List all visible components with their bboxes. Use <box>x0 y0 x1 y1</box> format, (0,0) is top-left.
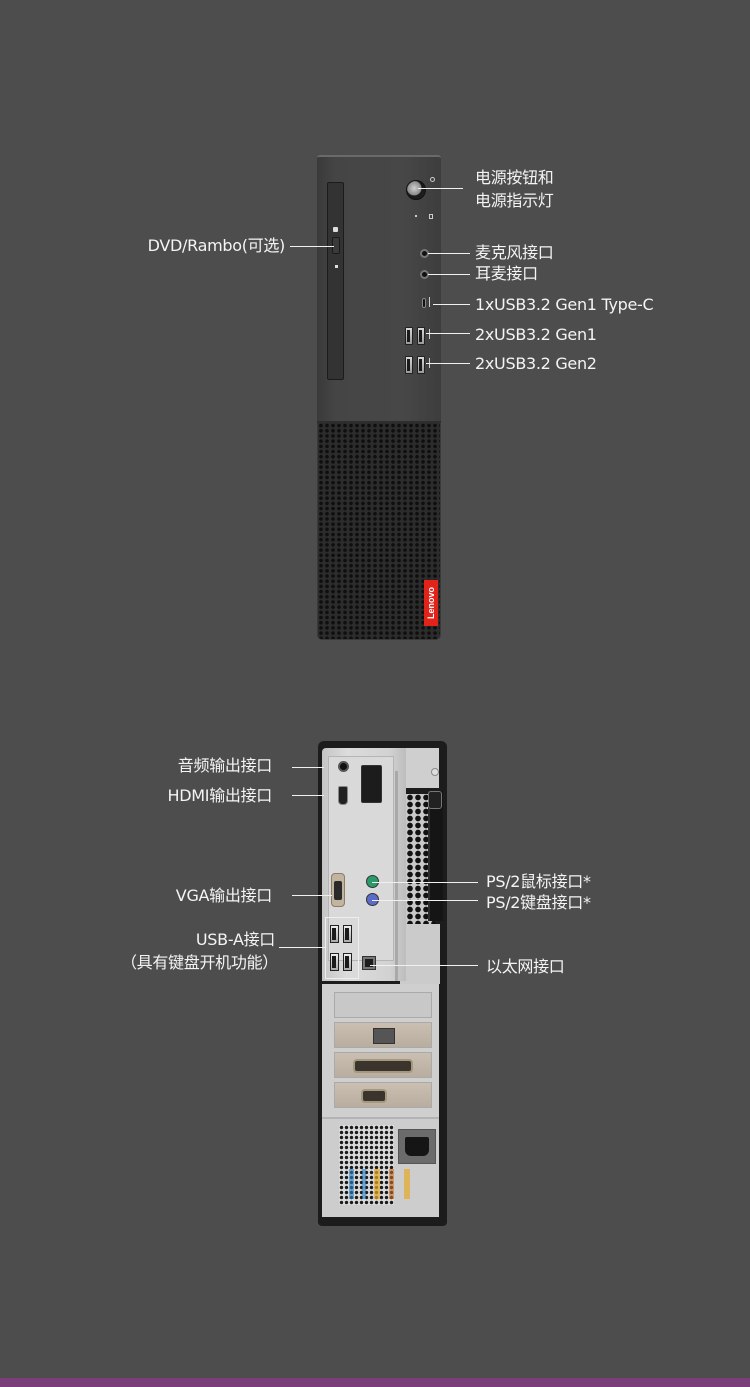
odd-eject-button <box>332 237 340 254</box>
card-parallel-port <box>353 1059 413 1073</box>
usb-a-port <box>343 953 352 971</box>
usb-a-port <box>330 925 339 943</box>
leader-line-vga-out <box>292 895 332 896</box>
leader-line-usb-a <box>279 947 325 948</box>
label-ethernet: 以太网接口 <box>486 957 565 976</box>
ac-power-inlet <box>398 1129 436 1164</box>
bottom-accent-stripe <box>0 1378 750 1387</box>
usb-logo-icon <box>429 329 433 339</box>
leader-line-usb-gen1 <box>426 333 470 334</box>
odd-led <box>335 265 338 268</box>
usb-a-group-outline <box>325 917 359 979</box>
lenovo-logo: Lenovo <box>424 580 438 626</box>
front-tower-illustration: Lenovo <box>317 155 441 640</box>
hdmi-port <box>338 786 348 805</box>
label-ps2-mouse: PS/2鼠标接口* <box>486 872 591 891</box>
ethernet-port <box>362 956 376 970</box>
usb-port-gen1-b <box>417 327 425 345</box>
ps2-mouse-port <box>366 875 379 888</box>
label-usb-a: USB-A接口 <box>195 930 275 949</box>
usb-logo-icon <box>429 297 433 307</box>
usb-typec-port <box>422 298 426 308</box>
leader-line-hdmi-out <box>292 795 324 796</box>
power-button <box>406 180 426 200</box>
expansion-slots <box>322 984 439 1117</box>
card-serial-port <box>361 1089 387 1103</box>
leader-line-ethernet <box>370 965 478 966</box>
ps2-keyboard-port <box>366 893 379 906</box>
front-grille <box>317 423 441 640</box>
leader-line-mic <box>428 253 470 254</box>
expansion-slot-serial <box>334 1082 432 1108</box>
expansion-slot-parallel <box>334 1052 432 1078</box>
label-typec: 1xUSB3.2 Gen1 Type-C <box>475 295 654 314</box>
label-usb-gen1: 2xUSB3.2 Gen1 <box>475 325 597 344</box>
label-usb-a-note: （具有键盘开机功能） <box>120 953 278 972</box>
psu-wires <box>344 1169 419 1199</box>
thumb-screw <box>431 768 439 776</box>
label-mic: 麦克风接口 <box>475 243 554 262</box>
rear-tower-illustration <box>318 741 447 1226</box>
optical-drive-bay <box>327 182 344 380</box>
label-power-line1: 电源按钮和 <box>475 168 554 187</box>
usb-port-gen2-b <box>417 356 425 374</box>
security-lock-slot <box>428 791 442 809</box>
label-ps2-keyboard: PS/2键盘接口* <box>486 893 591 912</box>
side-panel <box>428 791 443 921</box>
power-supply <box>322 1117 439 1217</box>
leader-line-ps2-mouse <box>372 882 478 883</box>
hdd-led <box>415 215 417 217</box>
label-power-line2: 电源指示灯 <box>475 191 554 210</box>
usb-port-gen2-a <box>405 356 413 374</box>
label-odd: DVD/Rambo(可选) <box>147 236 286 255</box>
card-ethernet-port <box>373 1028 395 1044</box>
leader-line-headset <box>428 274 470 275</box>
label-audio-out: 音频输出接口 <box>177 756 273 775</box>
port-cover <box>361 765 382 803</box>
hdd-icon <box>429 214 433 219</box>
expansion-slot-ethernet <box>334 1022 432 1048</box>
leader-line-power <box>418 188 463 189</box>
label-headset: 耳麦接口 <box>475 264 538 283</box>
leader-line-ps2-keyboard <box>372 900 478 901</box>
power-icon <box>430 177 435 182</box>
label-hdmi-out: HDMI输出接口 <box>167 786 273 805</box>
usb-port-gen1-a <box>405 327 413 345</box>
leader-line-typec <box>433 304 470 305</box>
usb-a-port <box>330 953 339 971</box>
expansion-slot-blank <box>334 992 432 1018</box>
audio-out-jack <box>338 761 349 772</box>
leader-line-usb-gen2 <box>426 363 470 364</box>
vga-port <box>331 873 345 907</box>
usb-a-port <box>343 925 352 943</box>
odd-activity-icon <box>333 227 338 232</box>
leader-line-audio-out <box>292 767 324 768</box>
label-vga-out: VGA输出接口 <box>175 886 273 905</box>
chassis-rail <box>395 771 398 981</box>
label-usb-gen2: 2xUSB3.2 Gen2 <box>475 354 597 373</box>
leader-line-odd <box>290 246 334 247</box>
lower-chassis <box>400 924 440 984</box>
front-bezel <box>317 155 441 423</box>
